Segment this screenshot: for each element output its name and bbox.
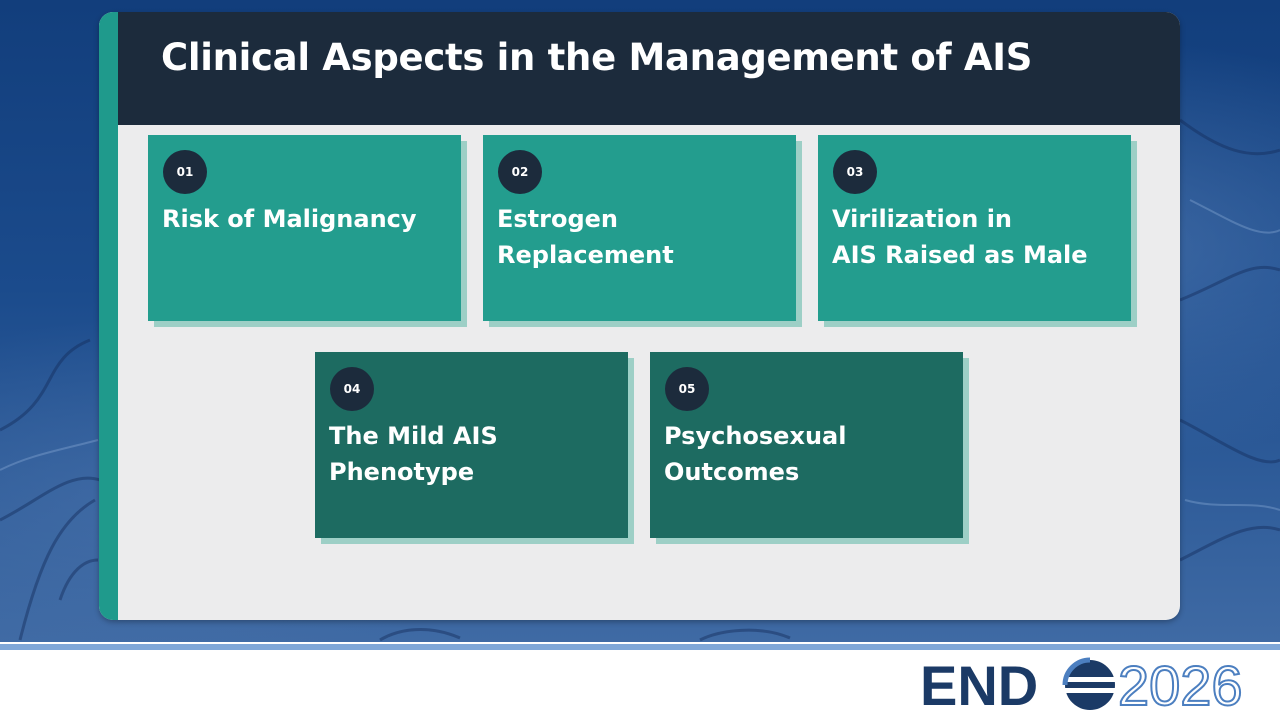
- card-header: Clinical Aspects in the Management of AI…: [118, 12, 1180, 125]
- tile-number-badge: 04: [330, 367, 374, 411]
- tile-number-badge: 02: [498, 150, 542, 194]
- tile-virilization[interactable]: 03 Virilization in AIS Raised as Male: [818, 135, 1131, 321]
- tile-label: Risk of Malignancy: [162, 201, 451, 237]
- neuron-decoration: [0, 118, 1280, 642]
- tile-label-line: Replacement: [497, 241, 674, 269]
- tile-risk-of-malignancy[interactable]: 01 Risk of Malignancy: [148, 135, 461, 321]
- tile-label-line: The Mild AIS: [329, 422, 498, 450]
- tile-label: Estrogen Replacement: [497, 201, 786, 273]
- tile-number-badge: 01: [163, 150, 207, 194]
- tile-psychosexual-outcomes[interactable]: 05 Psychosexual Outcomes: [650, 352, 963, 538]
- tile-label-line: Outcomes: [664, 458, 800, 486]
- globe-icon: [1060, 657, 1120, 710]
- footer-divider: [0, 642, 1280, 650]
- card-accent-bar: [99, 12, 118, 620]
- logo-right-text: 2026: [1118, 655, 1243, 713]
- tile-label-line: Psychosexual: [664, 422, 847, 450]
- tile-number-badge: 05: [665, 367, 709, 411]
- tile-estrogen-replacement[interactable]: 02 Estrogen Replacement: [483, 135, 796, 321]
- tile-label-line: Estrogen: [497, 205, 619, 233]
- endo-2026-logo: END 2026: [920, 655, 1244, 713]
- tile-number-badge: 03: [833, 150, 877, 194]
- slide-title: Clinical Aspects in the Management of AI…: [161, 36, 1033, 79]
- tile-label: Psychosexual Outcomes: [664, 418, 953, 490]
- tile-label: The Mild AIS Phenotype: [329, 418, 618, 490]
- tile-label-line: Virilization in: [832, 205, 1012, 233]
- tile-label-line: Phenotype: [329, 458, 475, 486]
- tile-label: Virilization in AIS Raised as Male: [832, 201, 1121, 273]
- tile-label-line: Risk of Malignancy: [162, 205, 417, 233]
- logo-left-text: END: [920, 655, 1038, 713]
- tile-mild-ais-phenotype[interactable]: 04 The Mild AIS Phenotype: [315, 352, 628, 538]
- tile-label-line: AIS Raised as Male: [832, 241, 1088, 269]
